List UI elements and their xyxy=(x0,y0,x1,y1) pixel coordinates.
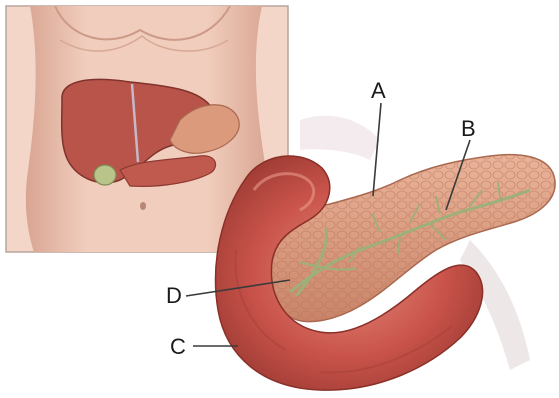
navel xyxy=(140,202,146,210)
label-c: C xyxy=(170,336,186,358)
label-a: A xyxy=(371,80,386,102)
label-b: B xyxy=(461,118,476,140)
label-d: D xyxy=(166,285,182,307)
inset-gallbladder xyxy=(94,165,116,185)
